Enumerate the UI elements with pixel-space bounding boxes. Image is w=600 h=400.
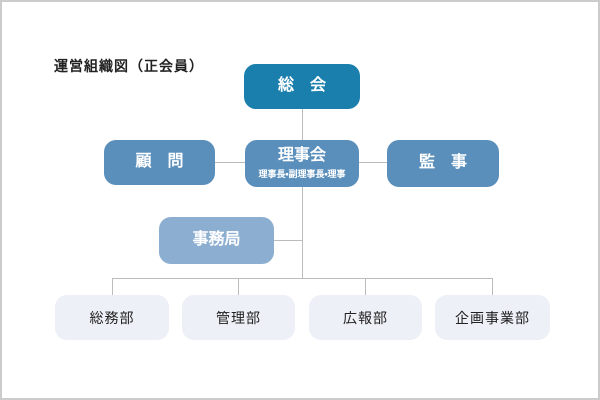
connector-stub-koho bbox=[365, 278, 366, 295]
node-dept-public-relations-label: 広報部 bbox=[343, 309, 388, 326]
node-auditor-label: 監 事 bbox=[418, 154, 467, 172]
node-dept-general-affairs-label: 総務部 bbox=[89, 309, 135, 326]
node-dept-management: 管理部 bbox=[182, 295, 295, 340]
node-board: 理事会 理事長・副理事長・理事 bbox=[245, 140, 359, 187]
connector-advisor-board bbox=[215, 162, 245, 163]
node-advisor: 顧 問 bbox=[104, 140, 215, 185]
node-dept-general-affairs: 総務部 bbox=[55, 295, 169, 340]
node-dept-public-relations: 広報部 bbox=[309, 295, 422, 340]
node-auditor: 監 事 bbox=[387, 140, 499, 187]
node-board-label: 理事会 bbox=[277, 146, 326, 164]
chart-title: 運営組織図（正会員） bbox=[54, 58, 204, 74]
node-dept-management-label: 管理部 bbox=[216, 309, 261, 326]
connector-secretariat-trunk bbox=[274, 240, 302, 241]
node-board-sublabel: 理事長・副理事長・理事 bbox=[258, 169, 346, 180]
connector-board-trunk bbox=[302, 187, 303, 278]
connector-stub-somu bbox=[112, 278, 113, 295]
connector-stub-kanri bbox=[238, 278, 239, 295]
connector-stub-kikaku bbox=[492, 278, 493, 295]
node-dept-planning-business-label: 企画事業部 bbox=[455, 309, 530, 326]
node-secretariat-label: 事務局 bbox=[192, 231, 241, 249]
node-general-meeting: 総 会 bbox=[244, 64, 360, 109]
node-dept-planning-business: 企画事業部 bbox=[435, 295, 550, 340]
node-general-meeting-label: 総 会 bbox=[277, 77, 326, 95]
node-advisor-label: 顧 問 bbox=[135, 153, 184, 171]
connector-board-auditor bbox=[359, 162, 387, 163]
connector-general-meeting-board bbox=[302, 109, 303, 140]
node-secretariat: 事務局 bbox=[159, 217, 274, 264]
connector-departments-rail bbox=[112, 278, 492, 279]
